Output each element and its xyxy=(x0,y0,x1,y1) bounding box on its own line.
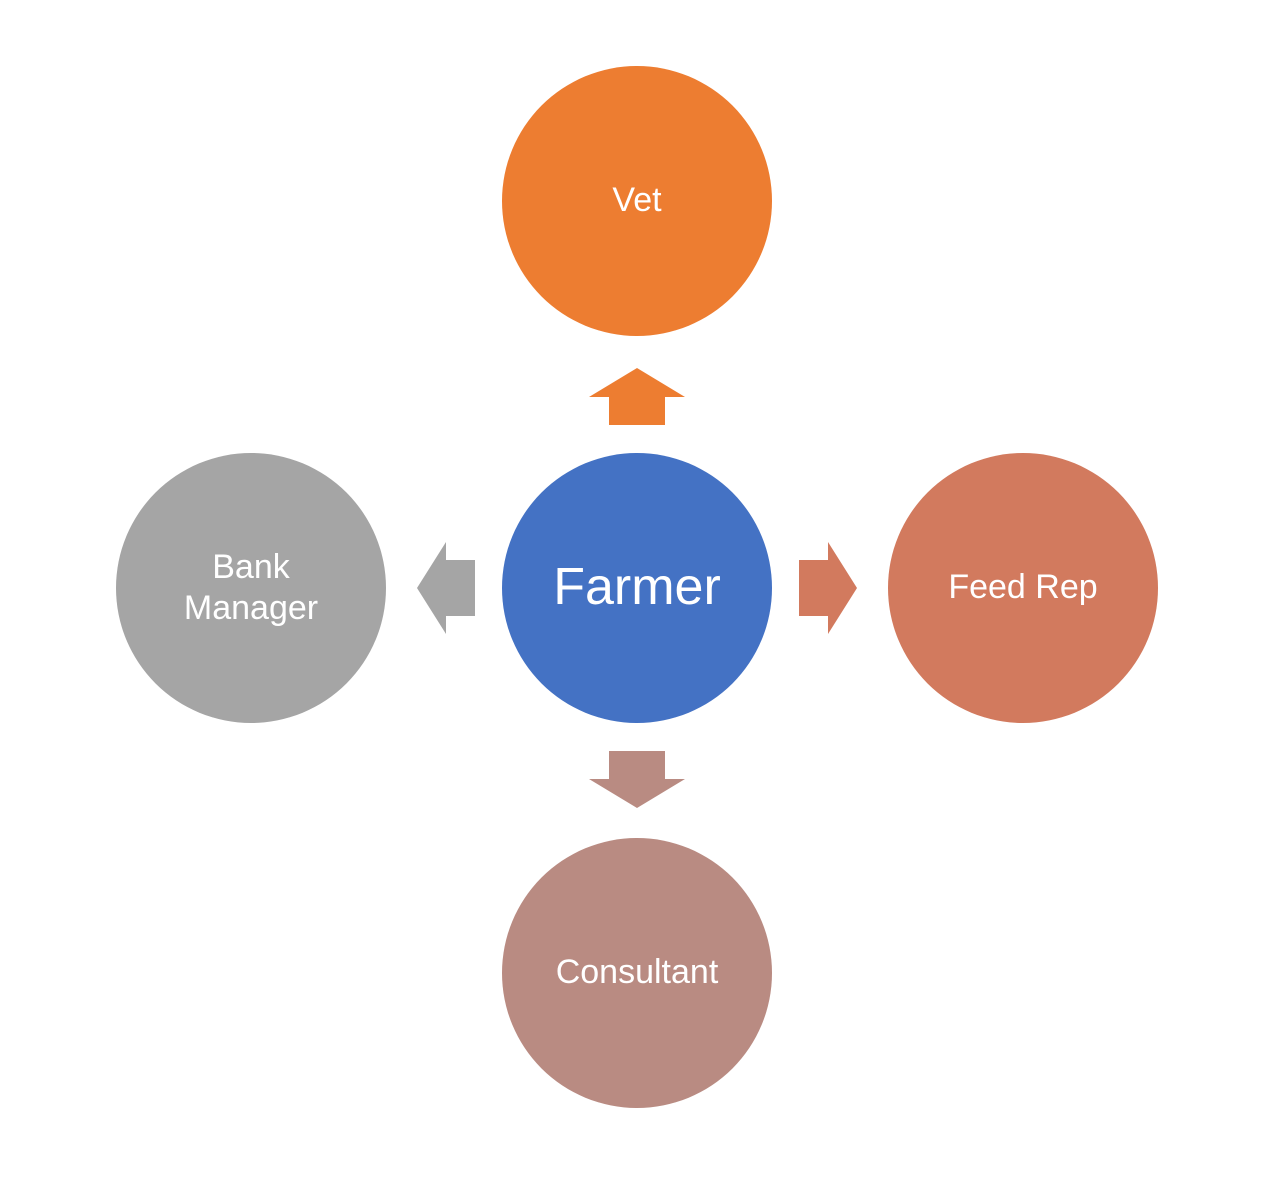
node-feed-rep: Feed Rep xyxy=(888,453,1158,723)
node-consultant-label: Consultant xyxy=(555,953,719,992)
node-consultant: Consultant xyxy=(502,838,772,1108)
node-vet: Vet xyxy=(502,66,772,336)
arrow-to-consultant xyxy=(589,751,685,808)
node-bank-manager: Bank Manager xyxy=(116,453,386,723)
node-vet-label: Vet xyxy=(612,181,662,220)
arrow-to-feed-rep xyxy=(799,542,857,634)
arrow-to-bank-manager xyxy=(417,542,475,634)
arrow-to-vet xyxy=(589,368,685,425)
node-farmer: Farmer xyxy=(502,453,772,723)
node-bank-manager-label: Bank Manager xyxy=(183,547,319,627)
node-feed-rep-label: Feed Rep xyxy=(948,568,1098,607)
node-farmer-label: Farmer xyxy=(553,558,721,617)
